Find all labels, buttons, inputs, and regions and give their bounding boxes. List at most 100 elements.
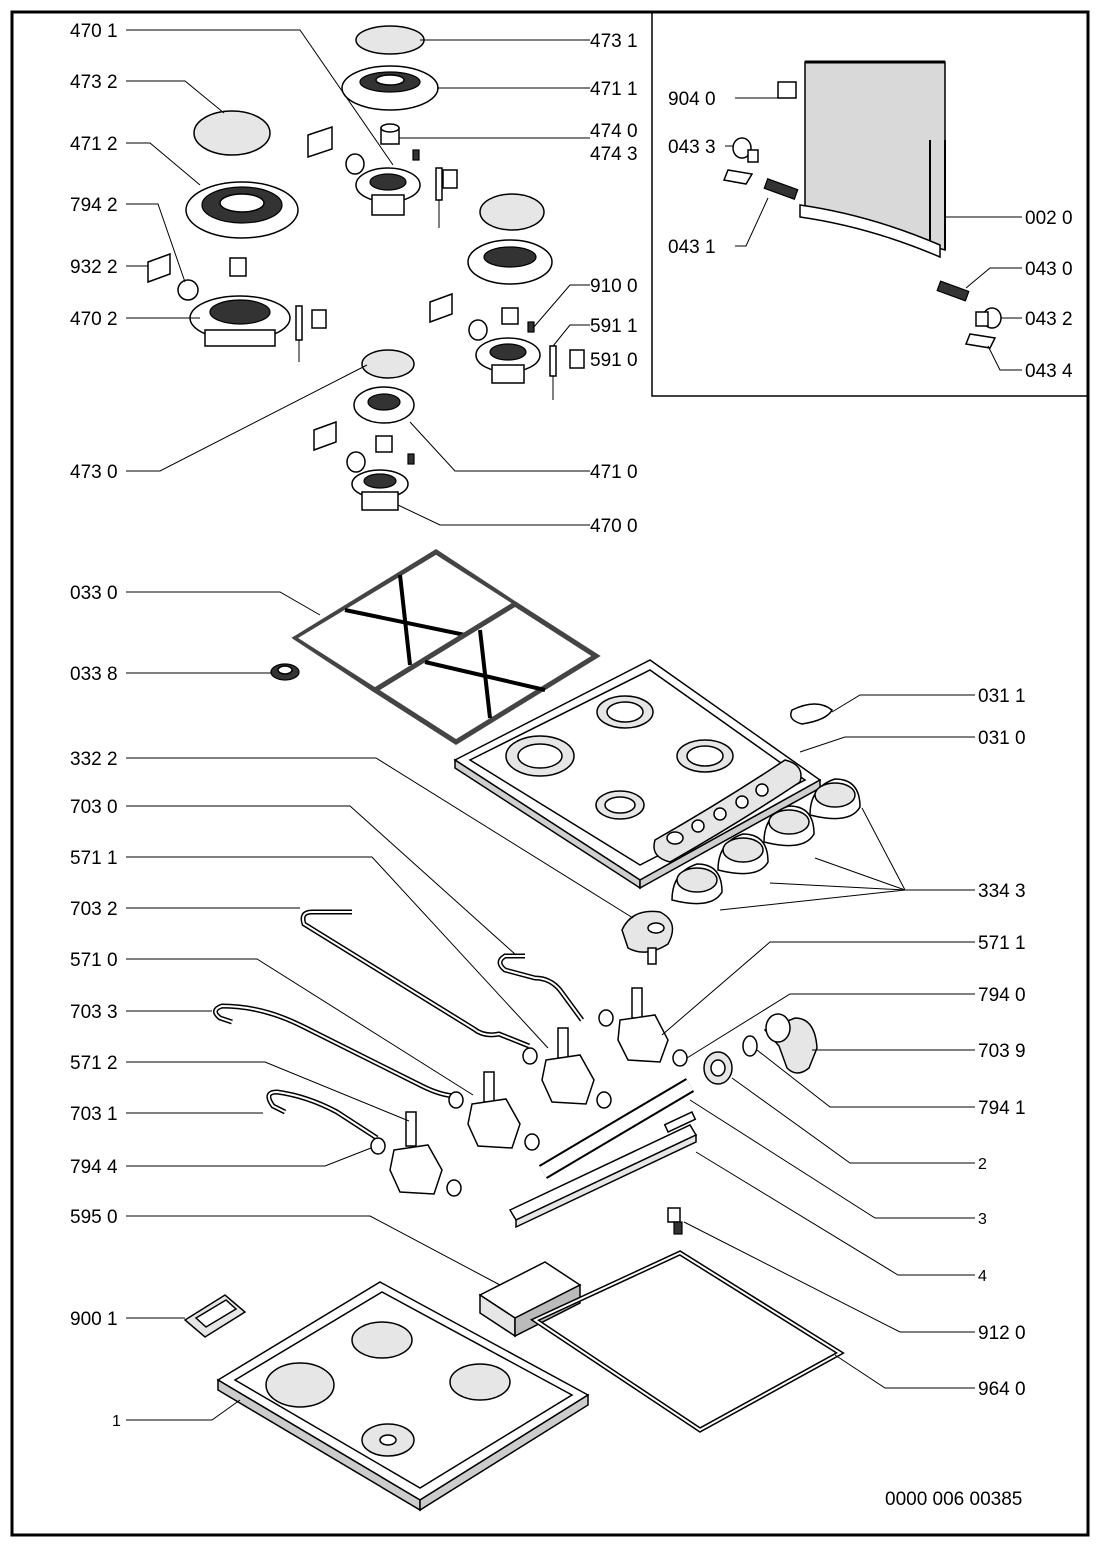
seal-7942 (177, 279, 199, 301)
label-4: 4 (978, 1268, 987, 1285)
clip-4700 (313, 420, 337, 452)
ignition-button-3322 (621, 910, 674, 965)
elbow-7039 (763, 1013, 818, 1074)
labels-left: 470 1 473 2 471 2 794 2 932 2 470 2 473 … (70, 21, 121, 1430)
label-0433: 043 3 (668, 137, 716, 158)
burner-cap-4731 (355, 25, 425, 55)
burner-body-4701 (355, 167, 421, 216)
labels-inset: 904 0 043 3 043 1 002 0 043 0 043 2 043 … (668, 89, 1073, 382)
label-4730: 473 0 (70, 462, 118, 483)
labels-right: 031 1 031 0 334 3 571 1 794 0 703 9 794 … (978, 686, 1026, 1400)
gas-tap-5712 (389, 1111, 443, 1195)
inset-frame (651, 12, 1088, 397)
label-7941: 794 1 (978, 1098, 1026, 1119)
spring-0431 (763, 178, 799, 200)
label-0431: 043 1 (668, 237, 716, 258)
label-3322: 332 2 (70, 749, 118, 770)
label-4732: 473 2 (70, 72, 118, 93)
burner-cap-4732 (193, 110, 271, 156)
clip-top (307, 125, 333, 159)
label-0330: 033 0 (70, 583, 118, 604)
document-reference: 0000 006 00385 (885, 1489, 1022, 1510)
spring-0430 (936, 280, 970, 302)
burner-cap-right (479, 193, 545, 231)
label-7940: 794 0 (978, 985, 1026, 1006)
jet-right (501, 307, 519, 325)
seal-frame-9640 (529, 1250, 845, 1433)
jet-4740 (380, 123, 400, 145)
seal-top (345, 153, 365, 175)
label-4702: 470 2 (70, 309, 118, 330)
plate-0434 (964, 333, 997, 349)
hinge-0432 (975, 307, 1002, 329)
pipe-7033 (213, 1003, 458, 1099)
stopper-9040 (777, 81, 797, 99)
label-4711: 471 1 (590, 79, 638, 100)
screw-4743 (412, 149, 420, 161)
label-4743: 474 3 (590, 144, 638, 165)
label-3343: 334 3 (978, 881, 1026, 902)
label-0430: 043 0 (1025, 259, 1073, 280)
thermocouple-top (435, 167, 443, 201)
burner-body-4702 (189, 257, 291, 347)
label-0311: 031 1 (978, 686, 1026, 707)
thermocouple-left (295, 305, 303, 341)
gas-tap-5711-right (598, 987, 669, 1063)
burner-body-4700 (351, 469, 409, 511)
label-5710: 571 0 (70, 950, 118, 971)
label-9100: 910 0 (590, 276, 638, 297)
label-0434: 043 4 (1025, 361, 1073, 382)
label-0432: 043 2 (1025, 309, 1073, 330)
glass-lid-0020 (799, 60, 946, 259)
burner-cap-4730 (361, 349, 415, 379)
label-5712: 571 2 (70, 1053, 118, 1074)
base-tray-1 (216, 1281, 590, 1512)
label-7030: 703 0 (70, 797, 118, 818)
label-1: 1 (112, 1413, 121, 1430)
seal-right (468, 319, 488, 341)
label-0310: 031 0 (978, 728, 1026, 749)
label-0020: 002 0 (1025, 208, 1073, 229)
gas-tap-5710 (448, 1071, 521, 1149)
screw-4700 (407, 453, 415, 465)
ignition-rail-4 (508, 1111, 698, 1229)
burner-ring-4712 (185, 181, 299, 239)
knob-3343-1 (671, 863, 723, 905)
label-9040: 904 0 (668, 89, 716, 110)
label-9120: 912 0 (978, 1323, 1026, 1344)
label-0338: 033 8 (70, 664, 118, 685)
label-5911: 591 1 (590, 316, 638, 337)
hob-top-0310 (453, 659, 822, 890)
knob-3343-4 (809, 778, 861, 820)
burner-ring-4711 (341, 65, 439, 111)
seal-7944 (370, 1137, 386, 1155)
label-5910: 591 0 (590, 350, 638, 371)
knob-3343-2 (717, 833, 769, 875)
label-5950: 595 0 (70, 1207, 118, 1228)
hinge-0433 (732, 137, 759, 163)
seal-tap-4 (446, 1179, 462, 1197)
label-4712: 471 2 (70, 134, 118, 155)
labels-top-center: 473 1 471 1 474 0 474 3 910 0 591 1 591 … (590, 31, 638, 537)
label-9640: 964 0 (978, 1379, 1026, 1400)
seal-7941 (742, 1035, 758, 1057)
seal-7940 (672, 1049, 688, 1067)
label-7033: 703 3 (70, 1002, 118, 1023)
label-2: 2 (978, 1156, 987, 1173)
label-9001: 900 1 (70, 1309, 118, 1330)
clip-4702 (147, 252, 171, 284)
label-9322: 932 2 (70, 257, 118, 278)
thermocouple-5911 (549, 345, 557, 377)
label-4700: 470 0 (590, 516, 638, 537)
jet-4700 (375, 435, 393, 453)
burner-body-right (475, 337, 541, 384)
spark-generator-5950 (478, 1261, 582, 1338)
knob-3343-3 (763, 805, 815, 847)
label-4710: 471 0 (590, 462, 638, 483)
outer-frame (10, 10, 1090, 1537)
gas-tap-5711-left (522, 1027, 595, 1105)
label-5711-right: 571 1 (978, 933, 1026, 954)
seal-tap-2 (596, 1091, 612, 1109)
